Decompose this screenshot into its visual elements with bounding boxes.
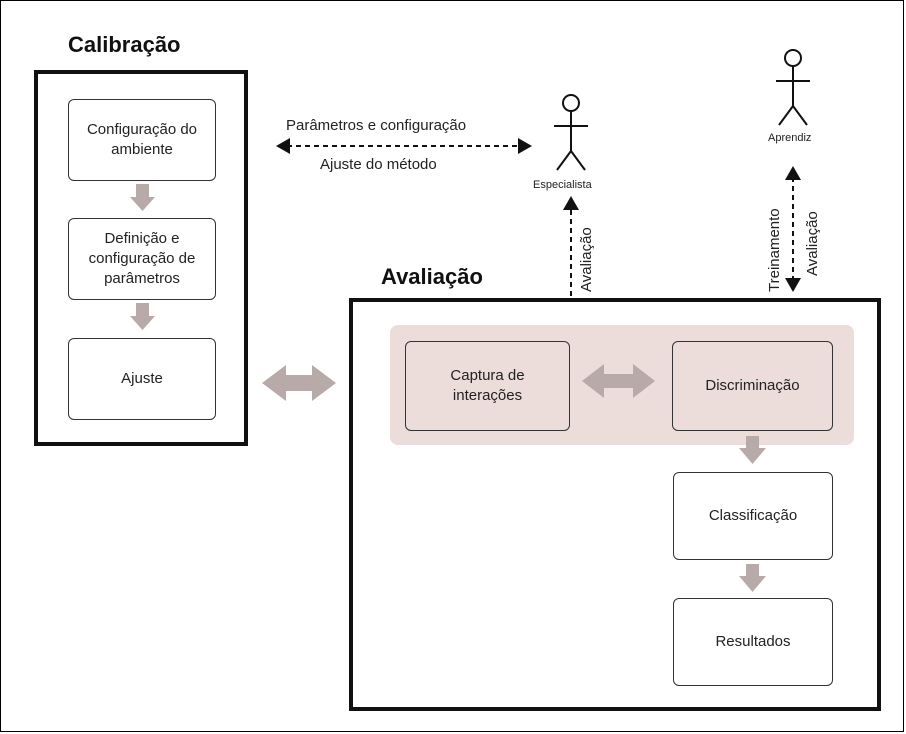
step-adjustment-label: Ajuste (121, 370, 163, 387)
step-environment-config-label: Configuração do ambiente (86, 121, 198, 158)
step-interaction-capture: Captura de interações (405, 341, 570, 431)
step-discrimination: Discriminação (672, 341, 833, 431)
down-arrow-icon (739, 564, 766, 592)
step-parameter-definition-label: Definição e configuração de parâmetros (88, 230, 196, 287)
method-adjust-label: Ajuste do método (320, 156, 437, 173)
down-arrow-icon (130, 184, 155, 211)
double-arrow-icon (582, 364, 655, 398)
learner-label: Aprendiz (768, 132, 812, 144)
step-results: Resultados (673, 598, 833, 686)
step-classification-label: Classificação (708, 507, 798, 524)
stick-figure-icon (554, 94, 588, 171)
step-classification: Classificação (673, 472, 833, 560)
evaluation-title: Avaliação (381, 264, 483, 289)
calibration-title: Calibração (68, 32, 181, 57)
down-arrow-icon (739, 436, 766, 464)
step-adjustment: Ajuste (68, 338, 216, 420)
learner-eval-label: Avaliação (804, 211, 821, 276)
step-interaction-capture-label: Captura de interações (450, 367, 525, 404)
specialist-eval-label: Avaliação (578, 227, 595, 292)
step-results-label: Resultados (715, 633, 791, 650)
down-arrow-icon (130, 303, 155, 330)
double-arrow-icon (262, 365, 336, 401)
step-discrimination-label: Discriminação (705, 377, 800, 394)
specialist-label: Especialista (533, 179, 592, 191)
learner-training-label: Treinamento (766, 208, 783, 292)
step-parameter-definition: Definição e configuração de parâmetros (68, 218, 216, 300)
params-config-label: Parâmetros e configuração (286, 117, 467, 134)
stick-figure-icon (776, 49, 810, 126)
step-environment-config: Configuração do ambiente (68, 99, 216, 181)
